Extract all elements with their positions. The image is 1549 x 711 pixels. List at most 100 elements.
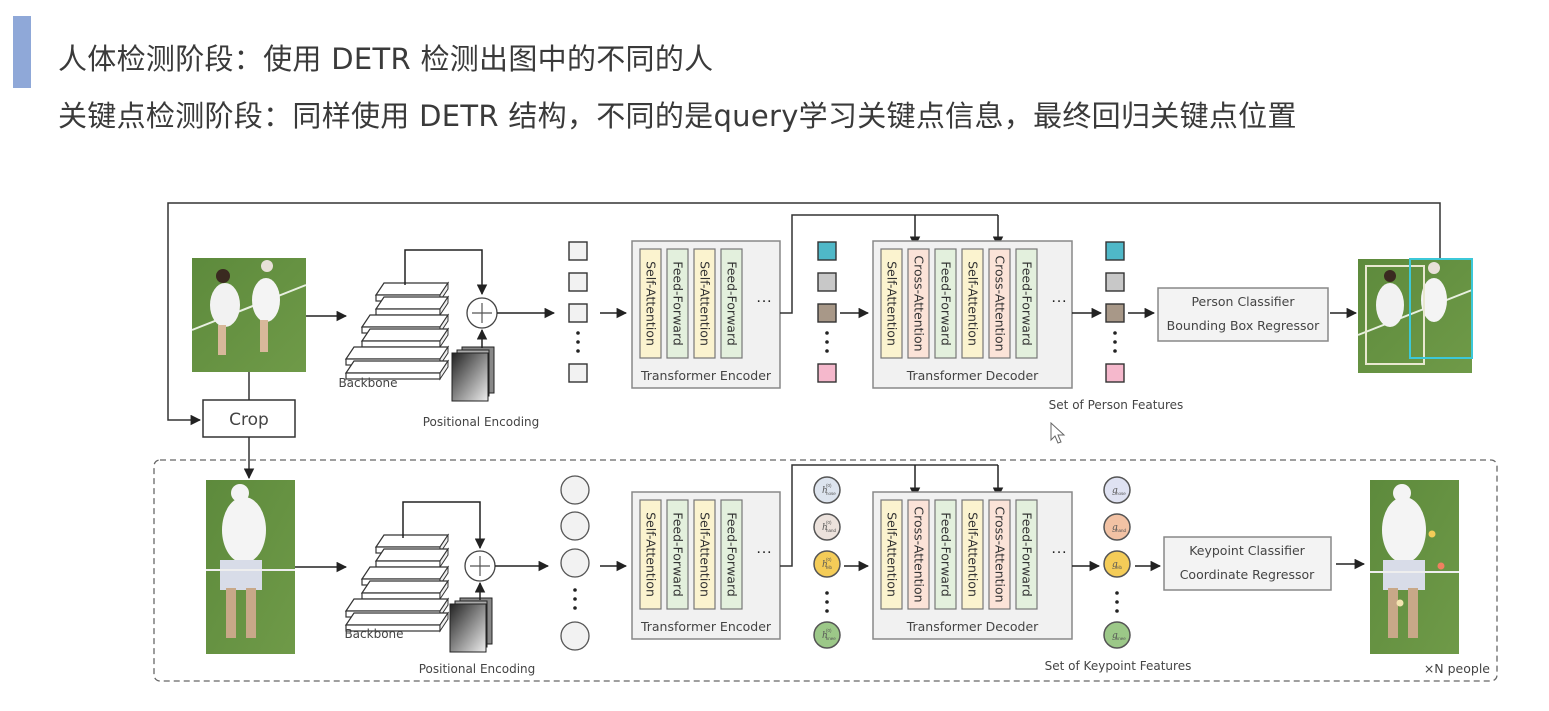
image-feature-tokens [568, 241, 588, 383]
layer-feed-forward: Feed-Forward [666, 248, 689, 359]
keypoint-query-circle [813, 513, 841, 541]
layer-label: Feed-Forward [671, 261, 686, 346]
layer-label: Self-Attention [644, 261, 659, 346]
backbone-slab-edge [361, 592, 441, 600]
feature-token [560, 621, 590, 651]
layer-box [934, 499, 957, 610]
encoder-title: Transformer Encoder [640, 368, 772, 383]
keypoint-query-circle [813, 621, 841, 649]
layer-label: Feed-Forward [671, 512, 686, 597]
backbone-slab [360, 314, 450, 328]
ellipsis-dot [1115, 609, 1119, 613]
cropped-person-image [206, 480, 295, 654]
ellipsis-dot [825, 331, 829, 335]
layer-feed-forward: Feed-Forward [720, 248, 743, 359]
layer-box [961, 499, 984, 610]
layer-label: Feed-Forward [1020, 512, 1035, 597]
layer-box [907, 499, 930, 610]
ellipsis-dot [1115, 591, 1119, 595]
ellipsis-dot [1113, 331, 1117, 335]
layer-label: Feed-Forward [1020, 261, 1035, 346]
keypoint-feature-circle [1103, 476, 1131, 504]
layer-box [720, 499, 743, 610]
mouse-cursor-icon [1050, 422, 1066, 444]
layer-self-attention: Self-Attention [639, 248, 662, 359]
keypoint-query-superscript: (0) [826, 520, 832, 525]
layer-box [1015, 499, 1038, 610]
heading-person-detection: 人体检测阶段：使用 DETR 检测出图中的不同的人 [58, 42, 714, 76]
layer-self-attention: Self-Attention [693, 248, 716, 359]
layer-feed-forward: Feed-Forward [1015, 248, 1038, 359]
repeat-n-people-label: ×N people [1424, 661, 1490, 676]
ellipsis-dot [1115, 600, 1119, 604]
layer-cross-attention: Cross-Attention [988, 499, 1011, 610]
layer-label: Self-Attention [885, 261, 900, 346]
ellipsis-dot [825, 349, 829, 353]
backbone-slab [374, 282, 450, 296]
feature-token [568, 363, 588, 383]
keypoint-feature-circle [1103, 621, 1131, 649]
backbone-slab [344, 360, 450, 374]
ellipsis-dot [573, 588, 577, 592]
ellipsis: ··· [1051, 544, 1067, 561]
accent-bar [13, 16, 31, 88]
backbone-label: Backbone [338, 376, 397, 390]
keypoint-query-symbol: h [822, 486, 828, 496]
transformer-encoder: Self-Attention Feed-Forward Self-Attention… [631, 240, 781, 389]
person-feature-token [1105, 241, 1125, 261]
keypoint-query-symbol: h [822, 560, 828, 570]
keypoint-query-superscript: (0) [826, 483, 832, 488]
ellipsis-dot [1113, 349, 1117, 353]
layer-label: Feed-Forward [939, 512, 954, 597]
per-person-dashed-frame [153, 459, 1498, 682]
encoder-title: Transformer Encoder [640, 619, 772, 634]
backbone-slab-side [439, 327, 449, 349]
layer-label: Cross-Attention [993, 255, 1008, 351]
layer-box [934, 248, 957, 359]
person-features-label: Set of Person Features [1049, 398, 1184, 412]
ellipsis-dot [573, 597, 577, 601]
backbone-slab-side [439, 579, 449, 601]
decoder-title: Transformer Decoder [906, 619, 1039, 634]
backbone-slab [374, 296, 450, 310]
heading-keypoint-detection: 关键点检测阶段：同样使用 DETR 结构，不同的是query学习关键点信息，最终… [58, 99, 1297, 133]
layer-box [693, 248, 716, 359]
pe-layer [449, 603, 487, 653]
pe-layer [451, 352, 489, 402]
backbone-slab [374, 548, 450, 562]
crop-label: Crop [229, 410, 269, 430]
feature-token [568, 303, 588, 323]
layer-box [988, 248, 1011, 359]
person-head-box: Person Classifier Bounding Box Regressor [1157, 287, 1329, 342]
ellipsis-dot [825, 600, 829, 604]
output-image-detections [1357, 258, 1473, 373]
ellipsis: ··· [756, 544, 772, 561]
layer-cross-attention: Cross-Attention [988, 248, 1011, 359]
query-token [817, 303, 837, 323]
backbone-slab [344, 612, 450, 626]
keypoint-query-circle [813, 476, 841, 504]
ellipsis-dot [825, 591, 829, 595]
decoder-title: Transformer Decoder [906, 368, 1039, 383]
feedback-connector [167, 202, 1441, 426]
layer-self-attention: Self-Attention [961, 499, 984, 610]
backbone-slab [344, 346, 450, 360]
layer-feed-forward: Feed-Forward [934, 499, 957, 610]
backbone-slab-side [439, 611, 449, 633]
ellipsis-dot [576, 331, 580, 335]
ellipsis: ··· [1051, 293, 1067, 310]
layer-label: Self-Attention [698, 261, 713, 346]
person-features [1105, 241, 1125, 383]
keypoint-feature-symbol: g [1112, 631, 1118, 641]
keypoint-feature-subscript: elb [1116, 565, 1123, 570]
layer-box [988, 499, 1011, 610]
ellipsis-dot [825, 609, 829, 613]
keypoint-detection-stage: ×N people Backbone Positional Encoding S… [153, 459, 1498, 682]
layer-feed-forward: Feed-Forward [1015, 499, 1038, 610]
